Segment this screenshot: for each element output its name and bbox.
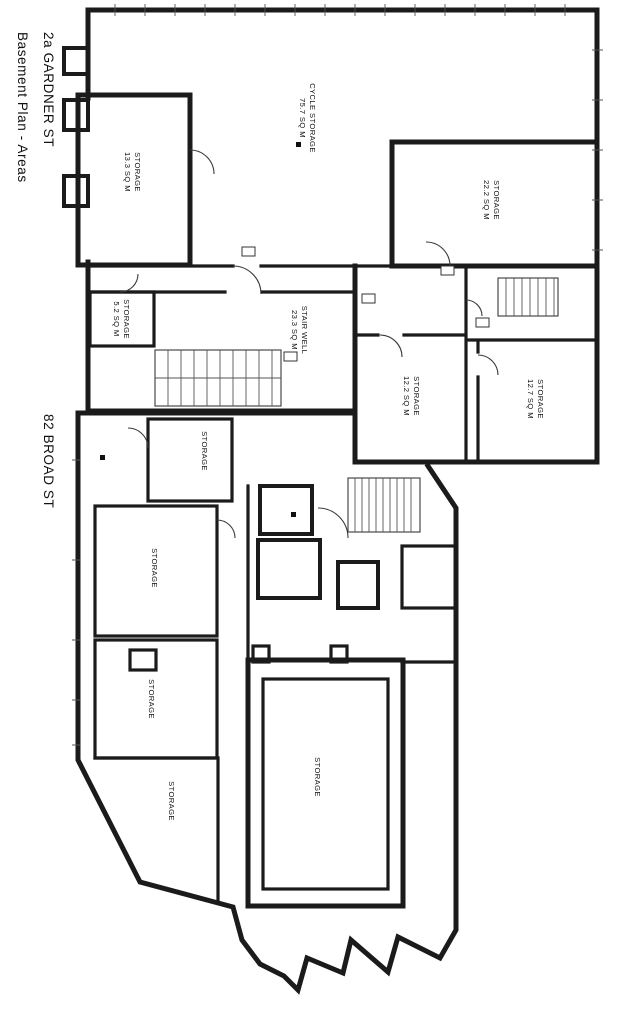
- plan-address: 2a GARDNER ST: [41, 32, 56, 147]
- door-arc: [216, 519, 236, 539]
- column-marker: [296, 142, 301, 147]
- door-tag: [475, 317, 490, 328]
- room-name: STORAGE: [313, 757, 322, 797]
- room-name: STORAGE: [147, 679, 156, 719]
- room-name: STORAGE: [122, 299, 131, 339]
- door-arc: [379, 334, 403, 358]
- wall-notch: [329, 644, 349, 664]
- door-arc: [465, 299, 483, 317]
- room-label-storage-22-2: STORAGE 22.2 SQ M: [482, 180, 501, 220]
- room-label-storage-12-7: STORAGE 12.7 SQ M: [526, 379, 545, 419]
- survey-ticks: [72, 4, 603, 746]
- room-area: 5.2 SQ M: [112, 301, 121, 336]
- stair-run-lower: [347, 477, 421, 533]
- stair-outline: [347, 477, 421, 533]
- column-marker: [100, 455, 105, 460]
- upper-block-walls: [62, 7, 600, 465]
- corridor-walls: [86, 264, 599, 464]
- room-label-storage-b: STORAGE: [150, 548, 159, 588]
- door-arc: [425, 241, 451, 267]
- right-wall-ticks: [592, 49, 603, 251]
- left-wall-ticks: [72, 459, 80, 746]
- room-storage-central-outer-wall: [245, 657, 406, 909]
- column-marker: [291, 512, 296, 517]
- pillar: [128, 648, 158, 672]
- door-arc: [477, 354, 499, 376]
- room-label-storage-d: STORAGE: [167, 781, 176, 821]
- labels: 2a GARDNER ST Basement Plan - Areas 82 B…: [15, 32, 545, 821]
- room-storage-central-inner-wall: [261, 677, 390, 891]
- room-label-storage-c: STORAGE: [147, 679, 156, 719]
- room-area: 23.3 SQ M: [290, 310, 299, 350]
- room-name: STORAGE: [200, 431, 209, 471]
- lower-outer-wall: [75, 410, 459, 995]
- room-area: 22.2 SQ M: [482, 180, 491, 220]
- service-cell-walls: [256, 538, 322, 600]
- room-label-storage-12-2: STORAGE 12.2 SQ M: [402, 376, 421, 416]
- upper-outer-wall: [85, 7, 600, 465]
- room-label-stair-well: STAIR WELL 23.3 SQ M: [290, 306, 309, 355]
- stair-treads: [155, 350, 281, 406]
- service-cell-walls: [336, 560, 380, 610]
- room-storage-corner-walls: [93, 756, 220, 905]
- door-arc: [189, 149, 215, 175]
- top-wall-ticks: [114, 4, 566, 16]
- door-tags: [100, 142, 490, 517]
- left-bay-projections: [62, 46, 90, 208]
- room-name: STAIR WELL: [300, 306, 309, 355]
- stair-treads: [354, 478, 412, 532]
- door-tag: [440, 265, 455, 276]
- room-area: 75.7 SQ M: [298, 98, 307, 138]
- door-arc: [317, 507, 349, 539]
- plan-subtitle: Basement Plan - Areas: [15, 32, 30, 183]
- stairs: [154, 277, 559, 533]
- door-arc: [119, 273, 139, 293]
- door-arc: [232, 265, 262, 295]
- room-label-cycle-storage: CYCLE STORAGE 75.7 SQ M: [298, 83, 317, 153]
- stair-run-right: [497, 277, 559, 317]
- room-area: 12.7 SQ M: [526, 379, 535, 419]
- stair-treads: [505, 278, 555, 316]
- room-label-storage-a: STORAGE: [200, 431, 209, 471]
- room-name: STORAGE: [492, 180, 501, 220]
- room-storage-5-2-walls: [88, 290, 156, 348]
- room-name: STORAGE: [412, 376, 421, 416]
- title-block: 2a GARDNER ST Basement Plan - Areas 82 B…: [15, 32, 56, 508]
- doors: [119, 149, 499, 539]
- room-storage-left1-walls: [93, 504, 219, 638]
- room-storage-small-walls: [146, 417, 234, 503]
- room-name: STORAGE: [167, 781, 176, 821]
- door-tag: [283, 351, 298, 362]
- door-arc: [127, 427, 149, 449]
- room-label-storage-e: STORAGE: [313, 757, 322, 797]
- right-room-walls: [400, 544, 458, 610]
- wall-notch: [251, 644, 271, 664]
- room-label-storage-5-2: STORAGE 5.2 SQ M: [112, 299, 131, 339]
- lower-block-walls: [75, 410, 459, 995]
- room-label-storage-13-3: STORAGE 13.3 SQ M: [123, 152, 142, 192]
- bay-window: [62, 46, 90, 76]
- room-name: STORAGE: [150, 548, 159, 588]
- door-tag: [361, 293, 376, 304]
- room-area: 12.2 SQ M: [402, 376, 411, 416]
- service-cell-walls: [258, 484, 314, 536]
- room-name: STORAGE: [536, 379, 545, 419]
- lower-inner-walls: [246, 484, 458, 664]
- room-name: STORAGE: [133, 152, 142, 192]
- room-name: CYCLE STORAGE: [308, 83, 317, 153]
- stair-run-middle: [154, 349, 282, 407]
- room-area: 13.3 SQ M: [123, 152, 132, 192]
- bay-window: [62, 174, 90, 208]
- bay-window: [62, 98, 90, 132]
- stair-outline: [497, 277, 559, 317]
- street-label: 82 BROAD ST: [41, 414, 56, 508]
- door-tag: [241, 246, 256, 257]
